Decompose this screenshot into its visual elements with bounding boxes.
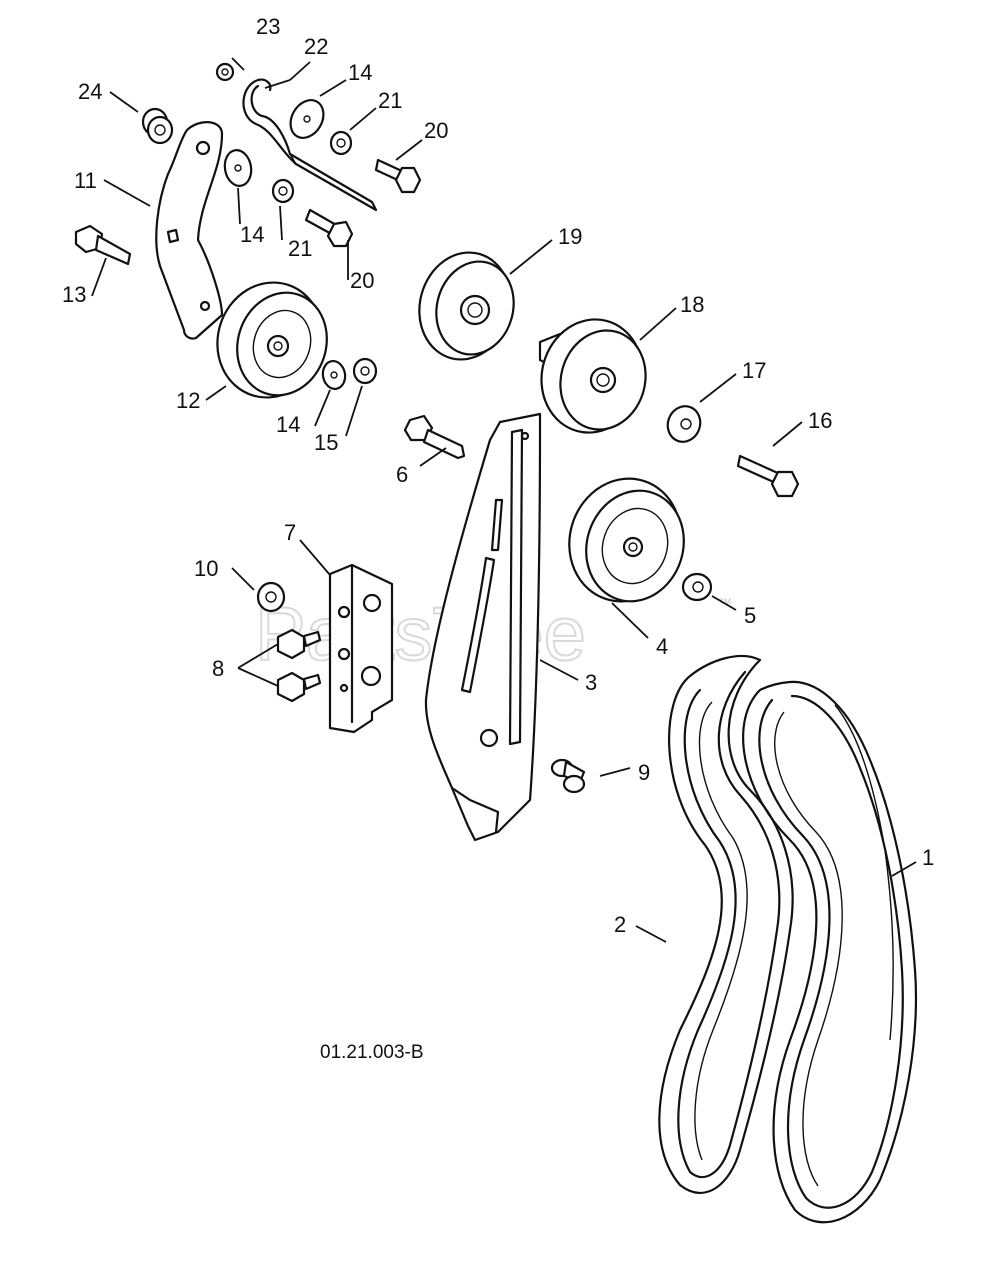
lock-washer-23[interactable] <box>215 62 235 82</box>
callout-2: 2 <box>614 912 626 937</box>
bracket-3[interactable] <box>424 412 542 842</box>
callout-14-low: 14 <box>276 412 300 437</box>
pulley-4[interactable] <box>554 464 698 616</box>
callout-17: 17 <box>742 358 766 383</box>
bolt-8-upper[interactable] <box>276 628 322 660</box>
nut-15[interactable] <box>352 357 378 385</box>
callout-4: 4 <box>656 634 668 659</box>
callout-9: 9 <box>638 760 650 785</box>
callout-14-mid: 14 <box>240 222 264 247</box>
bolt-20-lower[interactable] <box>304 208 354 248</box>
pulley-19[interactable] <box>408 242 524 370</box>
belt-1[interactable] <box>742 680 918 1224</box>
pulley-12[interactable] <box>203 269 340 411</box>
nut-10[interactable] <box>256 581 286 613</box>
leader-lines <box>91 57 917 943</box>
bolt-20-upper[interactable] <box>374 158 422 194</box>
washer-17[interactable] <box>663 402 705 447</box>
callout-15: 15 <box>314 430 338 455</box>
pulley-18[interactable] <box>529 308 657 444</box>
callout-20-low: 20 <box>350 268 374 293</box>
bolt-8-lower[interactable] <box>276 671 322 703</box>
callout-5: 5 <box>744 603 756 628</box>
callout-24: 24 <box>78 79 102 104</box>
callout-labels: 1 2 3 4 5 6 7 8 9 10 11 12 13 14 14 14 1… <box>62 14 934 937</box>
rod-22[interactable] <box>242 78 378 212</box>
bolt-13[interactable] <box>74 224 132 266</box>
idler-arm-11[interactable] <box>155 121 224 340</box>
callout-18: 18 <box>680 292 704 317</box>
washer-14-top[interactable] <box>284 94 330 144</box>
belt-2[interactable] <box>658 655 794 1195</box>
diagram-code: 01.21.003-B <box>320 1042 424 1063</box>
callout-19: 19 <box>558 224 582 249</box>
bracket-7[interactable] <box>328 563 394 734</box>
callout-23: 23 <box>256 14 280 39</box>
callout-10: 10 <box>194 556 218 581</box>
bolt-9[interactable] <box>550 758 586 794</box>
callout-22: 22 <box>304 34 328 59</box>
callout-20-top: 20 <box>424 118 448 143</box>
callout-7: 7 <box>284 520 296 545</box>
bolt-6[interactable] <box>403 414 466 460</box>
callout-3: 3 <box>585 670 597 695</box>
callout-16: 16 <box>808 408 832 433</box>
nut-21-upper[interactable] <box>329 130 353 156</box>
callout-6: 6 <box>396 462 408 487</box>
nut-21-lower[interactable] <box>271 178 295 204</box>
callout-21-top: 21 <box>378 88 402 113</box>
washer-14-mid[interactable] <box>222 148 254 188</box>
callout-8: 8 <box>212 656 224 681</box>
callout-11: 11 <box>74 168 97 193</box>
callout-13: 13 <box>62 282 86 307</box>
washer-14-low[interactable] <box>321 359 348 391</box>
spacer-24[interactable] <box>141 107 174 145</box>
callout-1: 1 <box>922 845 934 870</box>
callout-12: 12 <box>176 388 200 413</box>
bolt-16[interactable] <box>736 454 800 498</box>
nut-5[interactable] <box>681 572 713 602</box>
callout-14-top: 14 <box>348 60 372 85</box>
callout-21-low: 21 <box>288 236 312 261</box>
